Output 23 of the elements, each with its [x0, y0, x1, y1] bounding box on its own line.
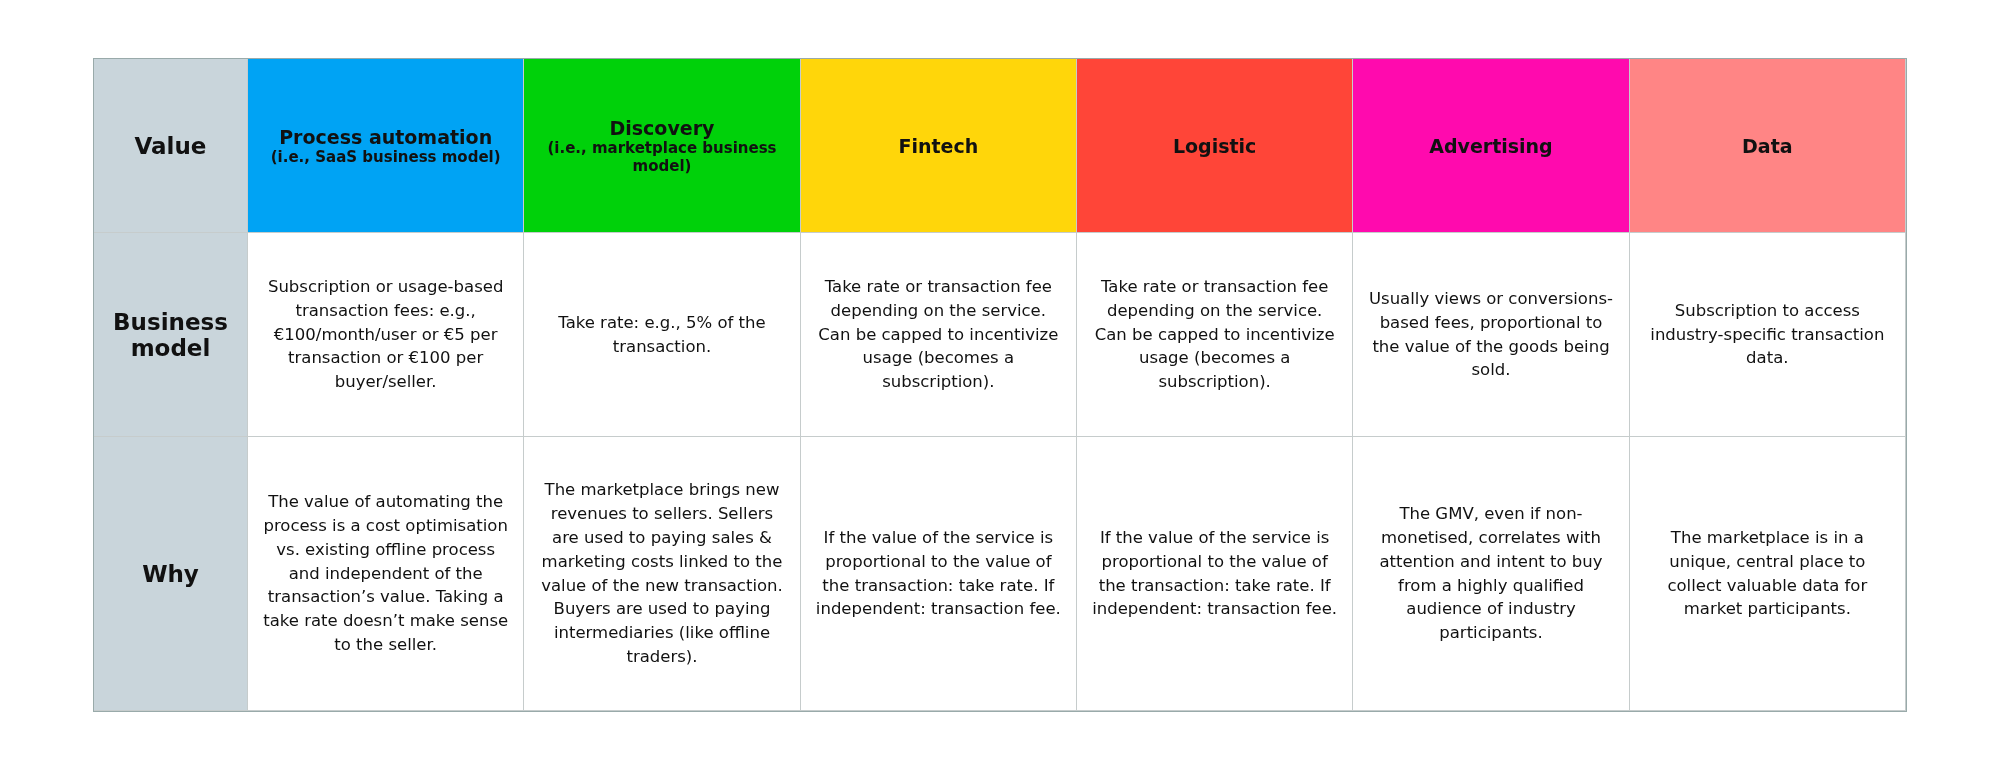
table-cell: If the value of the service is proportional to the value of the transaction: take rate. If independent: transaction fee. — [1077, 437, 1354, 711]
row-header-cell: Business model — [94, 233, 248, 437]
column-header: Process automation — [279, 125, 493, 148]
table-cell: The marketplace is in a unique, central place to collect valuable data for market participants. — [1629, 437, 1906, 711]
table-cell: The marketplace brings new revenues to sellers. Sellers are used to paying sales & marketing costs linked to the value of the new transaction. Buyers are used to paying intermediaries (like offline traders). — [524, 437, 801, 711]
table-cell: Take rate or transaction fee depending on the service. Can be capped to incentivize usage (becomes a subscription). — [1077, 233, 1354, 437]
column-header: Discovery — [609, 116, 715, 139]
table-cell: The GMV, even if non-monetised, correlates with attention and intent to buy from a highly qualified audience of industry participants. — [1353, 437, 1630, 711]
column-header: Logistic — [1172, 134, 1257, 157]
column-header: Data — [1742, 134, 1793, 157]
table-cell: The value of automating the process is a cost optimisation vs. existing offline process and independent of the transaction’s value. Taking a take rate doesn’t make sense to the seller. — [248, 437, 525, 711]
table-cell: Take rate: e.g., 5% of the transaction. — [524, 233, 801, 437]
row-header-cell: Why — [94, 437, 248, 711]
table-cell: If the value of the service is proportional to the value of the transaction: take rate. If independent: transaction fee. — [800, 437, 1077, 711]
table-cell: Usually views or conversions-based fees, proportional to the value of the goods being sold. — [1353, 233, 1630, 437]
column-header: Advertising — [1429, 134, 1553, 157]
table-cell: Subscription or usage-based transaction fees: e.g., €100/month/user or €5 per transaction or €100 per buyer/seller. — [248, 233, 525, 437]
table-cell: Subscription to access industry-specific transaction data. — [1629, 233, 1906, 437]
column-subtitle: (i.e., marketplace business model) — [546, 138, 778, 175]
row-header-cell: Value — [94, 59, 248, 233]
column-subtitle: (i.e., SaaS business model) — [270, 147, 501, 166]
column-header: Fintech — [898, 134, 979, 157]
table-cell: Take rate or transaction fee depending on the service. Can be capped to incentivize usage (becomes a subscription). — [800, 233, 1077, 437]
